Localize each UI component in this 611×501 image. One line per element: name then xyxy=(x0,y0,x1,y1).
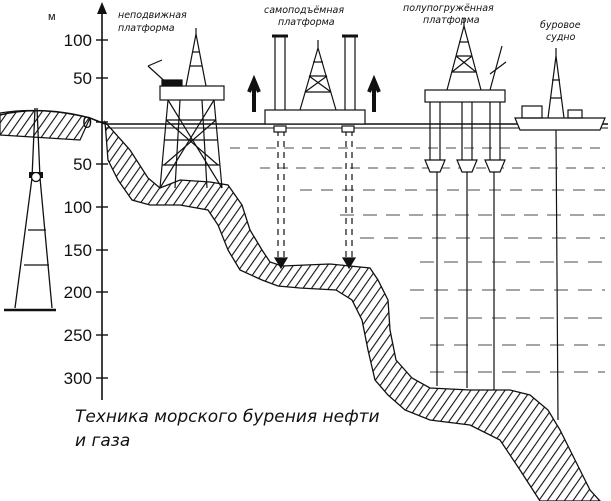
depth-tick-label: 300 xyxy=(64,369,92,388)
jackup-platform-label-line1: самоподъёмная xyxy=(264,5,344,16)
caption-line1: Техника морского бурения нефти xyxy=(75,407,380,427)
rig-labels: неподвижная платформа самоподъёмная плат… xyxy=(118,3,581,43)
depth-tick-label: 200 xyxy=(64,283,92,302)
drill-ship xyxy=(514,48,606,421)
jackup-platform xyxy=(247,34,381,270)
jackup-platform-label-line2: платформа xyxy=(278,17,335,28)
drill-ship-label-line1: буровое xyxy=(540,20,581,31)
caption-line2: и газа xyxy=(75,431,130,451)
depth-tick-label: 50 xyxy=(73,69,92,88)
semisub-platform-label-line1: полупогружённая xyxy=(403,3,494,14)
semisub-platform-label-line2: платформа xyxy=(423,15,480,26)
depth-unit: м xyxy=(48,11,56,23)
semisub-platform xyxy=(424,18,507,390)
depth-axis: м 10050050100150200250300 xyxy=(48,2,108,400)
fixed-platform-label-line2: платформа xyxy=(118,23,175,34)
depth-tick-label: 50 xyxy=(73,155,92,174)
seabed xyxy=(104,120,601,501)
depth-ticks: 10050050100150200250300 xyxy=(64,31,108,388)
depth-tick-label: 150 xyxy=(64,241,92,260)
depth-tick-label: 100 xyxy=(64,198,92,217)
onshore-derrick xyxy=(4,107,56,312)
fixed-platform-label-line1: неподвижная xyxy=(118,10,187,21)
depth-tick-label: 100 xyxy=(64,31,92,50)
fixed-platform xyxy=(147,28,225,189)
depth-tick-label: 250 xyxy=(64,326,92,345)
caption: Техника морского бурения нефти и газа xyxy=(75,407,380,451)
drill-ship-label-line2: судно xyxy=(546,32,576,43)
shore-land xyxy=(0,109,91,141)
